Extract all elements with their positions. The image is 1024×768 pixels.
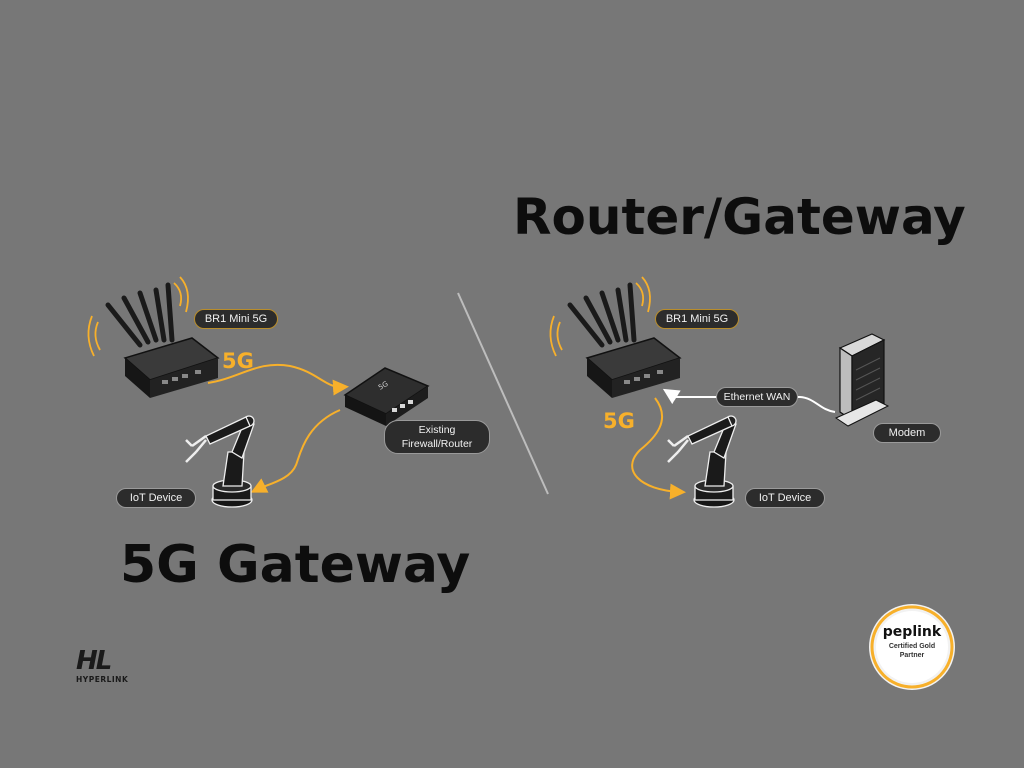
robot-arm-left xyxy=(185,415,255,508)
modem-label: Modem xyxy=(873,423,941,443)
peplink-badge: peplink Certified Gold Partner xyxy=(872,622,952,660)
arrow-firewall-to-iot xyxy=(250,409,341,493)
peplink-line1: Certified Gold xyxy=(888,643,936,650)
device-label-right: BR1 Mini 5G xyxy=(655,309,739,329)
peplink-brand: peplink xyxy=(882,624,942,640)
firewall-router-label: Existing Firewall/Router xyxy=(384,420,490,454)
robot-arm-right xyxy=(667,415,737,508)
hyperlink-logo: HL HYPERLINK xyxy=(76,647,136,693)
hyperlink-logo-text: HYPERLINK xyxy=(76,675,129,684)
modem-device xyxy=(834,333,890,427)
iot-label-right: IoT Device xyxy=(745,488,825,508)
arrow-router-to-firewall xyxy=(207,363,349,396)
firewall-label-line2: Firewall/Router xyxy=(401,438,473,450)
signal-waves-left xyxy=(87,276,189,357)
firewall-label-line1: Existing xyxy=(418,424,456,436)
br1-mini-router-left xyxy=(105,282,220,398)
router-gateway-title: Router/Gateway xyxy=(513,188,966,246)
hyperlink-logo-mark: HL xyxy=(76,646,112,676)
arrow-modem-to-router xyxy=(662,388,836,413)
signal-label-left: 5G xyxy=(222,349,254,373)
firewall-box-text: 5G xyxy=(377,380,390,392)
5g-gateway-title: 5G Gateway xyxy=(120,535,471,595)
signal-waves-right xyxy=(549,276,651,357)
ethernet-wan-label: Ethernet WAN xyxy=(716,387,798,407)
iot-label-left: IoT Device xyxy=(116,488,196,508)
device-label-left: BR1 Mini 5G xyxy=(194,309,278,329)
signal-label-right: 5G xyxy=(603,409,635,433)
peplink-line2: Partner xyxy=(899,652,925,659)
arrow-router-to-iot xyxy=(631,397,686,500)
br1-mini-router-right xyxy=(567,282,682,398)
peplink-badge-graphic xyxy=(869,604,955,690)
firewall-router-box xyxy=(343,367,430,426)
divider-line xyxy=(457,292,549,495)
